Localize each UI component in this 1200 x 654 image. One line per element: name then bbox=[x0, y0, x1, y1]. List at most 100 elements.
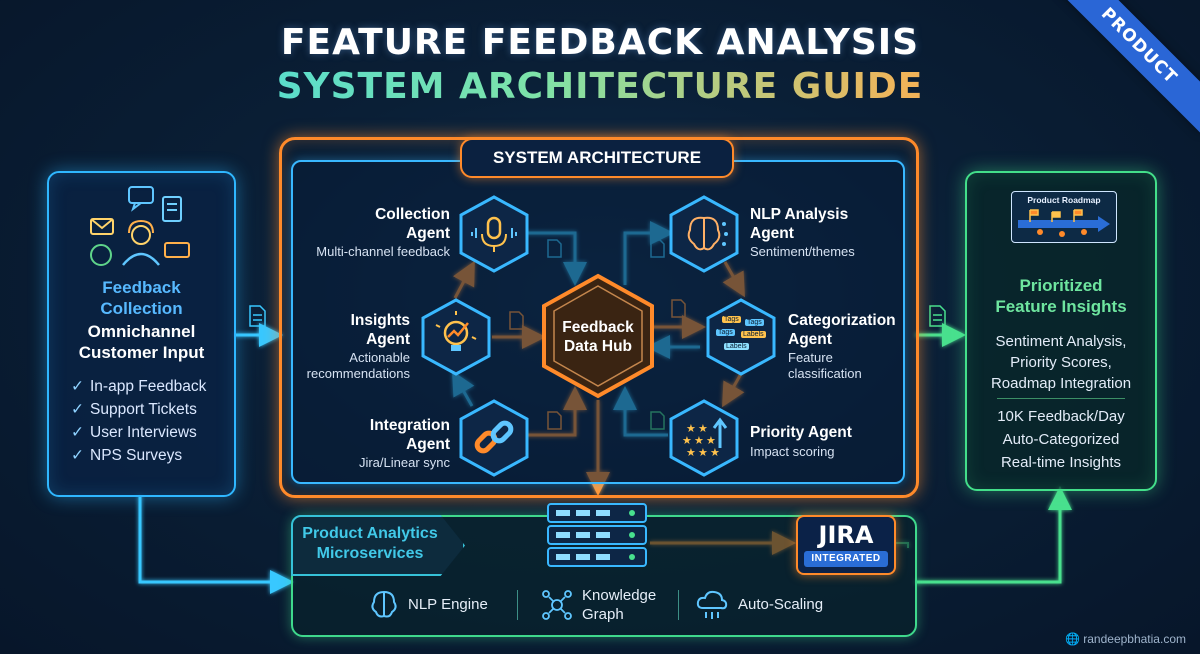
page-title-line1: FEATURE FEEDBACK ANALYSIS bbox=[280, 22, 920, 63]
hub-label-line1: Feedback bbox=[562, 319, 634, 336]
separator bbox=[517, 590, 518, 620]
separator bbox=[678, 590, 679, 620]
insights-agent-name: Insights Agent bbox=[265, 311, 410, 349]
svg-text:★: ★ bbox=[710, 446, 720, 459]
list-item-label: In-app Feedback bbox=[90, 378, 207, 395]
output-stats: 10K Feedback/Day Auto-Categorized Real-t… bbox=[967, 405, 1155, 474]
roadmap-icon bbox=[1018, 209, 1110, 237]
output-desc-line: Priority Scores, bbox=[1010, 354, 1112, 371]
input-title-line1: Feedback bbox=[102, 278, 181, 297]
categorization-agent-name-line1: Categorization bbox=[788, 312, 896, 329]
auto-scaling-label: Auto-Scaling bbox=[738, 596, 824, 613]
integration-agent-name-line1: Integration bbox=[369, 417, 450, 434]
knowledge-graph-label-line2: Graph bbox=[582, 606, 624, 623]
input-subtitle-line2: Customer Input bbox=[78, 343, 205, 362]
nlp-engine-label: NLP Engine bbox=[408, 596, 488, 613]
svg-text:★: ★ bbox=[694, 434, 704, 447]
output-desc-line: Sentiment Analysis, bbox=[995, 333, 1127, 350]
jira-badge: JIRA INTEGRATED bbox=[796, 515, 896, 575]
insights-agent-name-line2: Agent bbox=[366, 331, 410, 348]
check-icon: ✓ bbox=[71, 378, 84, 395]
product-roadmap-thumbnail: Product Roadmap bbox=[1011, 191, 1117, 243]
output-stat: Real-time Insights bbox=[1000, 454, 1122, 471]
collection-agent-name-line2: Agent bbox=[406, 225, 450, 242]
nlp-agent-name-line2: Agent bbox=[750, 225, 794, 242]
tag-chip: Labels bbox=[741, 331, 766, 338]
categorization-agent-name: Categorization Agent bbox=[788, 311, 906, 349]
hub-label: Feedback Data Hub bbox=[540, 318, 656, 356]
tag-cloud: Tags Tags Tags Labels Labels bbox=[714, 316, 770, 358]
tag-chip: Tags bbox=[722, 316, 741, 323]
microservices-title-line1: Product Analytics bbox=[302, 525, 438, 542]
nlp-agent-desc: Sentiment/themes bbox=[750, 244, 855, 259]
roadmap-label: Product Roadmap bbox=[1027, 195, 1101, 205]
list-item-label: Support Tickets bbox=[90, 401, 197, 418]
output-divider bbox=[997, 398, 1125, 399]
output-stat: 10K Feedback/Day bbox=[997, 408, 1125, 425]
feature-insights-panel: Product Roadmap Prioritized Feature Insi… bbox=[965, 171, 1157, 491]
categorization-agent-desc: Feature classification bbox=[788, 350, 906, 382]
brain-icon bbox=[687, 216, 728, 251]
list-item: ✓ Support Tickets bbox=[71, 398, 206, 421]
svg-text:★: ★ bbox=[698, 446, 708, 459]
data-hub-hexagon bbox=[542, 273, 654, 399]
integration-agent-name: Integration Agent bbox=[300, 416, 450, 454]
svg-text:★: ★ bbox=[686, 446, 696, 459]
tag-chip: Labels bbox=[724, 343, 749, 350]
lightbulb-icon bbox=[435, 311, 477, 351]
feedback-collection-panel: Feedback Collection Omnichannel Customer… bbox=[47, 171, 236, 497]
categorization-agent-desc-line1: Feature bbox=[788, 350, 833, 365]
list-item: ✓ User Interviews bbox=[71, 421, 206, 444]
output-title-line2: Feature Insights bbox=[995, 297, 1127, 316]
collection-agent-hexagon bbox=[459, 195, 529, 273]
credit-text: randeepbhatia.com bbox=[1083, 632, 1186, 646]
tag-chip: Tags bbox=[716, 329, 735, 336]
priority-agent-name: Priority Agent bbox=[750, 424, 852, 441]
hub-label-line2: Data Hub bbox=[563, 338, 633, 355]
page-title-line2: SYSTEM ARCHITECTURE GUIDE bbox=[0, 66, 1200, 107]
microservices-title-line2: Microservices bbox=[316, 545, 424, 562]
output-description: Sentiment Analysis, Priority Scores, Roa… bbox=[967, 331, 1155, 394]
collection-agent-desc: Multi-channel feedback bbox=[316, 244, 450, 259]
knowledge-graph-icon bbox=[542, 590, 572, 620]
cloud-scaling-icon bbox=[696, 590, 728, 619]
insights-agent-hexagon bbox=[421, 298, 491, 376]
input-list: ✓ In-app Feedback ✓ Support Tickets ✓ User … bbox=[71, 375, 206, 467]
microservices-tag bbox=[291, 515, 465, 576]
input-title-line2: Collection bbox=[100, 299, 183, 318]
nlp-agent-name: NLP Analysis Agent bbox=[750, 205, 900, 243]
output-stat: Auto-Categorized bbox=[1002, 431, 1120, 448]
check-icon: ✓ bbox=[71, 447, 84, 464]
server-stack-icon bbox=[547, 503, 647, 567]
check-icon: ✓ bbox=[71, 401, 84, 418]
priority-agent-desc: Impact scoring bbox=[750, 444, 835, 459]
link-icon bbox=[474, 420, 514, 454]
globe-icon: 🌐 bbox=[1064, 632, 1084, 646]
microservices-to-output-arrow bbox=[915, 486, 1072, 584]
categorization-agent-name-line2: Agent bbox=[788, 331, 832, 348]
svg-text:★: ★ bbox=[682, 434, 692, 447]
integration-agent-hexagon bbox=[459, 399, 529, 477]
insights-agent-desc-line2: recommendations bbox=[306, 366, 410, 381]
feedback-channels-icon bbox=[90, 186, 190, 266]
svg-text:★: ★ bbox=[706, 434, 716, 447]
knowledge-graph-label-line1: Knowledge bbox=[582, 587, 657, 604]
list-item-label: NPS Surveys bbox=[90, 447, 183, 464]
input-to-microservices-arrow bbox=[138, 495, 294, 594]
microservices-title: Product Analytics Microservices bbox=[300, 524, 440, 564]
output-title-line1: Prioritized bbox=[1019, 276, 1103, 295]
tag-chip: Tags bbox=[745, 319, 764, 326]
credit: 🌐 randeepbhatia.com bbox=[1065, 632, 1186, 646]
svg-text:★: ★ bbox=[686, 422, 696, 435]
list-item: ✓ In-app Feedback bbox=[71, 375, 206, 398]
priority-agent-hexagon: ★★ ★★★ ★★★ bbox=[669, 399, 739, 477]
list-item-label: User Interviews bbox=[90, 424, 197, 441]
list-item: ✓ NPS Surveys bbox=[71, 444, 206, 467]
check-icon: ✓ bbox=[71, 424, 84, 441]
collection-agent-name: Collection Agent bbox=[300, 205, 450, 243]
input-subtitle-line1: Omnichannel bbox=[87, 322, 196, 341]
integration-agent-desc: Jira/Linear sync bbox=[358, 455, 450, 470]
integration-agent-name-line2: Agent bbox=[406, 436, 450, 453]
jira-badge-top: JIRA bbox=[818, 521, 874, 549]
jira-badge-bottom: INTEGRATED bbox=[804, 551, 888, 567]
